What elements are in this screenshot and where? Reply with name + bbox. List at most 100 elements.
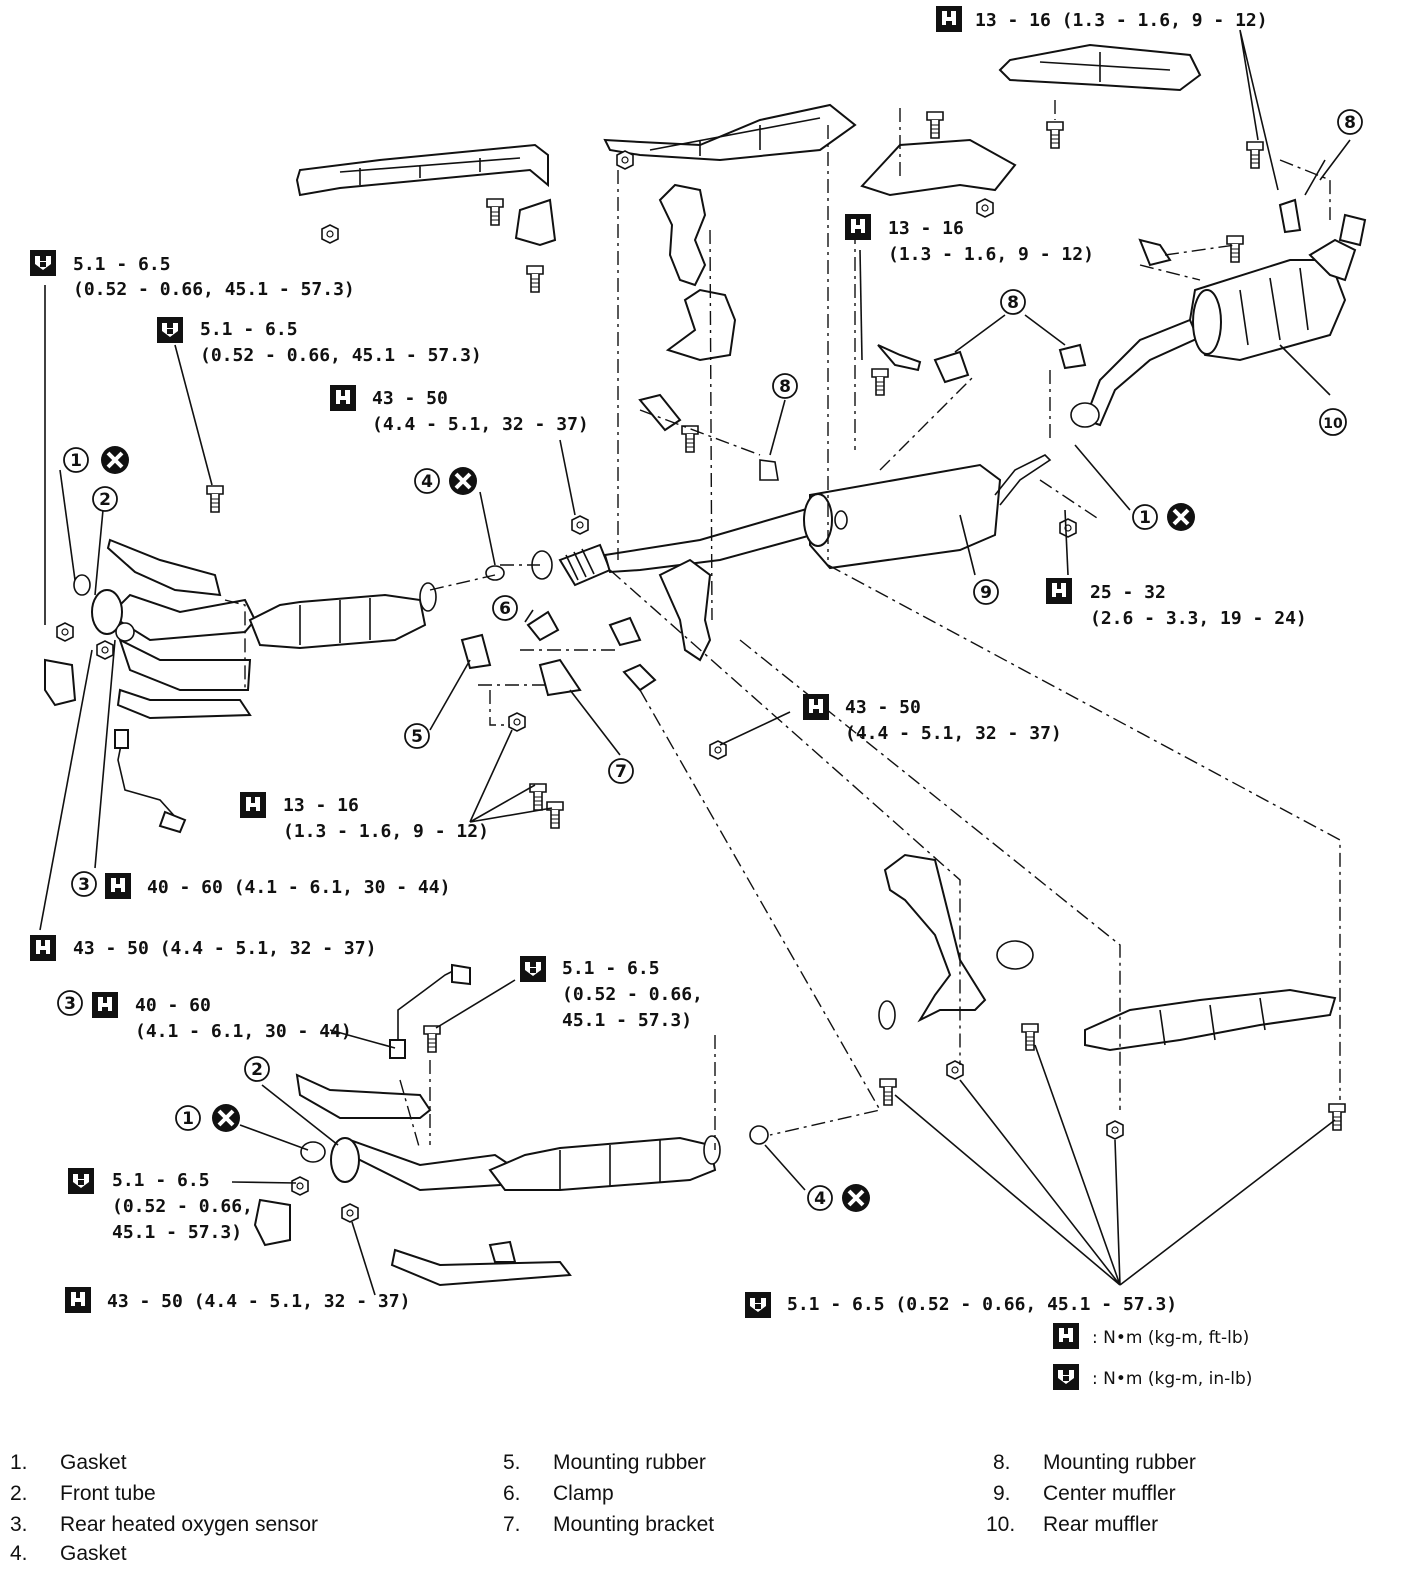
callout-2: 2 [92, 486, 118, 512]
callout-8c: 8 [1337, 109, 1363, 135]
svg-text:9: 9 [980, 583, 992, 603]
torque-front-left: 5.1 - 6.5 (0.52 - 0.66, 45.1 - 57.3) [30, 250, 355, 300]
parts-list: 1. Gasket 2. Front tube 3. Rear heated o… [10, 1451, 1196, 1565]
hanger-shield-center [638, 183, 737, 453]
callout-5: 5 [404, 723, 430, 749]
torque-text: 5.1 - 6.5 [73, 254, 171, 275]
torque-text: (0.52 - 0.66, [562, 984, 703, 1005]
svg-text:8: 8 [1007, 293, 1019, 313]
part-item-7: 7. Mounting bracket [503, 1513, 714, 1536]
svg-text:1: 1 [182, 1109, 194, 1129]
torque-text: 43 - 50 (4.4 - 5.1, 32 - 37) [73, 938, 376, 959]
svg-text:8.: 8. [993, 1451, 1011, 1474]
torque-flange-top: 43 - 50 (4.4 - 5.1, 32 - 37) [30, 935, 376, 961]
heat-shield-rear-upper [998, 43, 1202, 149]
torque-text: 13 - 16 [283, 795, 359, 816]
svg-text:4: 4 [814, 1189, 826, 1209]
svg-text:Mounting rubber: Mounting rubber [553, 1451, 706, 1474]
svg-text:4.: 4. [10, 1542, 28, 1565]
svg-text:5.: 5. [503, 1451, 521, 1474]
torque-text: 43 - 50 [372, 388, 448, 409]
svg-text:Rear heated oxygen sensor: Rear heated oxygen sensor [60, 1513, 318, 1536]
callout-2-lower: 2 [244, 1056, 270, 1082]
torque-text: 40 - 60 [135, 995, 211, 1016]
torque-bottom-right: 5.1 - 6.5 (0.52 - 0.66, 45.1 - 57.3) [745, 1292, 1177, 1318]
callout-9: 9 [973, 579, 999, 605]
torque-text: (2.6 - 3.3, 19 - 24) [1090, 608, 1307, 629]
svg-text:9.: 9. [993, 1482, 1011, 1505]
svg-text:5: 5 [411, 727, 423, 747]
heat-shield-center-upper [603, 103, 857, 170]
torque-text: 43 - 50 [845, 697, 921, 718]
center-pipe [531, 506, 831, 760]
part-item-4: 4. Gasket [10, 1542, 127, 1565]
callout-3-lower: 3 [57, 990, 83, 1016]
svg-text:4: 4 [421, 472, 433, 492]
svg-text:10.: 10. [986, 1513, 1015, 1536]
assembly-lines [224, 100, 1341, 1151]
part-item-10: 10. Rear muffler [986, 1513, 1158, 1536]
svg-text:Gasket: Gasket [60, 1451, 127, 1474]
callout-1-lower: 1 [175, 1102, 242, 1134]
callout-1-rear: 1 [1132, 501, 1197, 533]
svg-text:Front tube: Front tube [60, 1482, 156, 1505]
svg-text:Clamp: Clamp [553, 1482, 614, 1505]
rear-muffler [1070, 141, 1367, 428]
torque-lower-left: 5.1 - 6.5 (0.52 - 0.66, 45.1 - 57.3) [68, 1168, 253, 1243]
torque-text: (1.3 - 1.6, 9 - 12) [283, 821, 489, 842]
svg-text:Mounting bracket: Mounting bracket [553, 1513, 714, 1536]
torque-text: 43 - 50 (4.4 - 5.1, 32 - 37) [107, 1291, 410, 1312]
part-item-5: 5. Mounting rubber [503, 1451, 706, 1474]
svg-text:3: 3 [78, 875, 90, 895]
heat-shield-front-upper [295, 143, 557, 293]
callouts: 1 2 3 4 6 5 7 8 [57, 109, 1363, 1214]
svg-text:7.: 7. [503, 1513, 521, 1536]
callout-10: 10 [1319, 408, 1347, 436]
torque-text: 45.1 - 57.3) [562, 1010, 692, 1031]
torque-text: (4.1 - 6.1, 30 - 44) [135, 1021, 352, 1042]
svg-text:8: 8 [1344, 113, 1356, 133]
torque-text: 5.1 - 6.5 [562, 958, 660, 979]
front-tube-lower [253, 1025, 572, 1287]
part-item-1: 1. Gasket [10, 1451, 127, 1474]
catalytic-converter-upper [248, 565, 505, 650]
part-item-3: 3. Rear heated oxygen sensor [10, 1513, 318, 1536]
svg-text:3.: 3. [10, 1513, 28, 1536]
torque-bracket-bolt: 13 - 16 (1.3 - 1.6, 9 - 12) [240, 792, 489, 842]
torque-sensor-bottom: 40 - 60 (4.1 - 6.1, 30 - 44) [92, 992, 352, 1042]
torque-center-nut: 43 - 50 (4.4 - 5.1, 32 - 37) [803, 694, 1062, 744]
svg-text:6: 6 [499, 599, 511, 619]
svg-text:1.: 1. [10, 1451, 28, 1474]
torque-text: (4.4 - 5.1, 32 - 37) [845, 723, 1062, 744]
do-not-reuse-icon [210, 1102, 242, 1134]
torque-front-left-2: 5.1 - 6.5 (0.52 - 0.66, 45.1 - 57.3) [157, 317, 482, 366]
svg-text:Rear muffler: Rear muffler [1043, 1513, 1158, 1536]
do-not-reuse-icon [840, 1182, 872, 1214]
part-item-9: 9. Center muffler [993, 1482, 1176, 1505]
torque-text: 25 - 32 [1090, 582, 1166, 603]
part-item-6: 6. Clamp [503, 1482, 614, 1505]
torque-text: 40 - 60 (4.1 - 6.1, 30 - 44) [147, 877, 450, 898]
front-tube-upper [44, 485, 257, 720]
svg-text:1: 1 [70, 451, 82, 471]
torque-lower-shield: 5.1 - 6.5 (0.52 - 0.66, 45.1 - 57.3) [520, 956, 703, 1031]
oxygen-sensor-lower [389, 963, 471, 1059]
center-muffler [759, 454, 1077, 570]
torque-text: 5.1 - 6.5 [200, 319, 298, 340]
heat-shield-mid-bracket [860, 111, 1017, 218]
torque-text: 13 - 16 (1.3 - 1.6, 9 - 12) [975, 10, 1268, 31]
heat-shields-lower [878, 853, 1346, 1140]
part-item-2: 2. Front tube [10, 1482, 156, 1505]
torque-cat-nut: 43 - 50 (4.4 - 5.1, 32 - 37) [330, 385, 589, 435]
svg-text:6.: 6. [503, 1482, 521, 1505]
leader-lines [39, 29, 1351, 1296]
torque-legend: : N•m (kg-m, ft-lb) : N•m (kg-m, in-lb) [1053, 1323, 1252, 1390]
torque-rear-nut: 25 - 32 (2.6 - 3.3, 19 - 24) [1046, 578, 1307, 629]
svg-text:10: 10 [1323, 416, 1343, 432]
torque-text: 5.1 - 6.5 (0.52 - 0.66, 45.1 - 57.3) [787, 1294, 1177, 1315]
svg-text:2: 2 [251, 1060, 263, 1080]
legend-in-lb: : N•m (kg-m, in-lb) [1092, 1369, 1252, 1389]
callout-4: 4 [414, 465, 479, 497]
svg-text:2.: 2. [10, 1482, 28, 1505]
